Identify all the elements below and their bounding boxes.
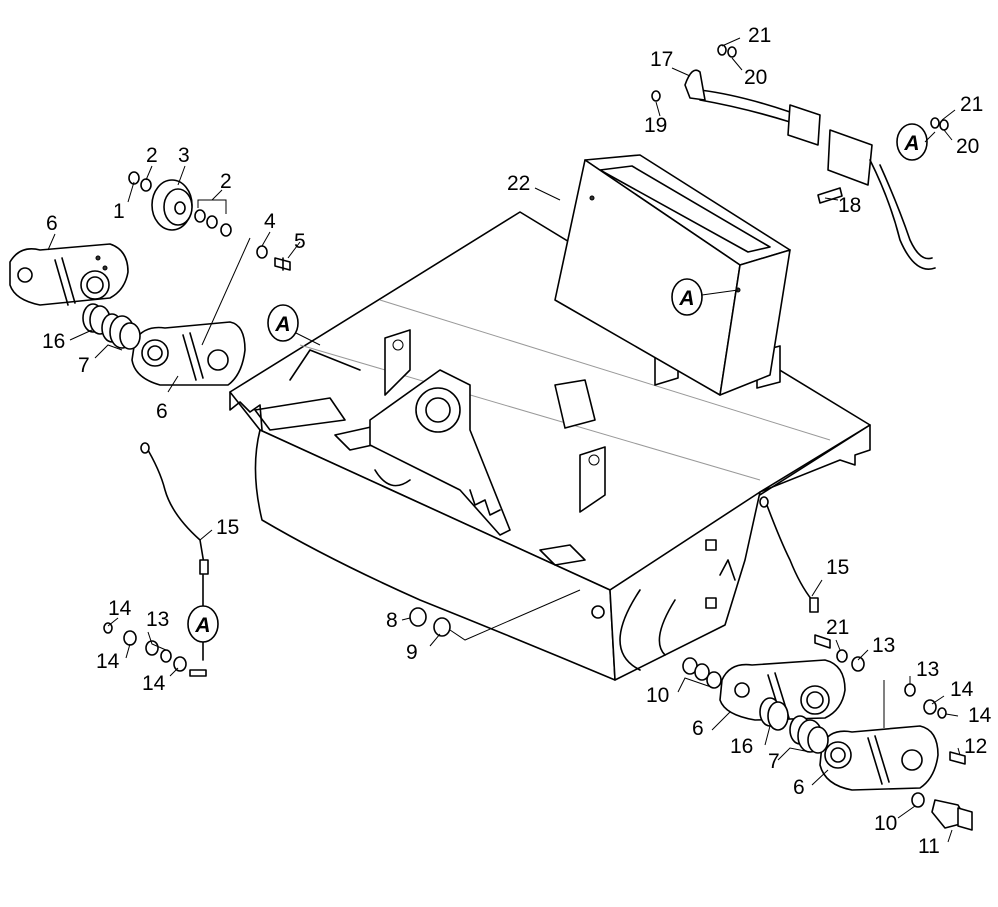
right-hardware	[409, 607, 973, 831]
callout-13: 13	[872, 634, 895, 657]
wire-harness	[651, 44, 949, 270]
callout-10: 10	[874, 812, 897, 835]
callout-13: 13	[146, 608, 169, 631]
callout-16: 16	[42, 330, 65, 353]
left-small-hardware	[128, 171, 291, 271]
callout-6: 6	[793, 776, 805, 799]
left-plate-outer	[9, 243, 129, 306]
ref-marker-label: A	[678, 287, 694, 310]
callout-7: 7	[768, 750, 780, 773]
callout-21: 21	[826, 616, 849, 639]
callout-19: 19	[644, 114, 667, 137]
callout-17: 17	[650, 48, 673, 71]
ref-marker-4: A	[187, 605, 219, 643]
right-plate-outer	[719, 659, 846, 721]
callout-21: 21	[960, 93, 983, 116]
callout-20: 20	[956, 135, 979, 158]
callout-6: 6	[692, 717, 704, 740]
ref-marker-label: A	[903, 132, 919, 155]
left-bearing	[82, 303, 141, 350]
callout-10: 10	[646, 684, 669, 707]
right-cable	[759, 496, 819, 613]
ref-marker-label: A	[194, 614, 210, 637]
callout-5: 5	[294, 230, 306, 253]
callout-6: 6	[156, 400, 168, 423]
callout-1: 1	[113, 200, 125, 223]
left-pulley	[151, 179, 193, 231]
callout-14: 14	[950, 678, 974, 701]
callout-18: 18	[838, 194, 861, 217]
callout-20: 20	[744, 66, 767, 89]
callout-3: 3	[178, 144, 190, 167]
ref-marker-2: A	[671, 278, 703, 316]
callout-14: 14	[96, 650, 120, 673]
callout-14: 14	[968, 704, 992, 727]
ref-marker-1: A	[267, 304, 299, 342]
callout-13: 13	[916, 658, 939, 681]
callout-11: 11	[918, 835, 940, 858]
right-plate-inner	[819, 725, 939, 791]
ref-marker-label: A	[274, 313, 290, 336]
callout-15: 15	[826, 556, 849, 579]
callout-8: 8	[386, 609, 398, 632]
callout-9: 9	[406, 641, 418, 664]
left-lower-hardware	[103, 622, 207, 677]
leader-lines	[47, 37, 961, 843]
callout-12: 12	[964, 735, 987, 758]
callout-14: 14	[142, 672, 166, 695]
ref-marker-3: A	[896, 123, 928, 161]
main-housing	[229, 211, 871, 681]
callout-6: 6	[46, 212, 58, 235]
callout-21: 21	[748, 24, 771, 47]
callout-22: 22	[507, 172, 530, 195]
chute-hopper	[554, 154, 791, 396]
left-cable	[140, 442, 209, 661]
callout-15: 15	[216, 516, 239, 539]
callout-2: 2	[146, 144, 158, 167]
callouts: 1 2 3 2 4 5 6 16 7 6 22 17 21 20 19 21 2…	[42, 24, 992, 858]
callout-14: 14	[108, 597, 132, 620]
callout-2: 2	[220, 170, 232, 193]
right-bearing	[759, 697, 829, 754]
callout-4: 4	[264, 210, 276, 233]
left-plate-inner	[131, 321, 246, 386]
callout-7: 7	[78, 354, 90, 377]
callout-16: 16	[730, 735, 753, 758]
